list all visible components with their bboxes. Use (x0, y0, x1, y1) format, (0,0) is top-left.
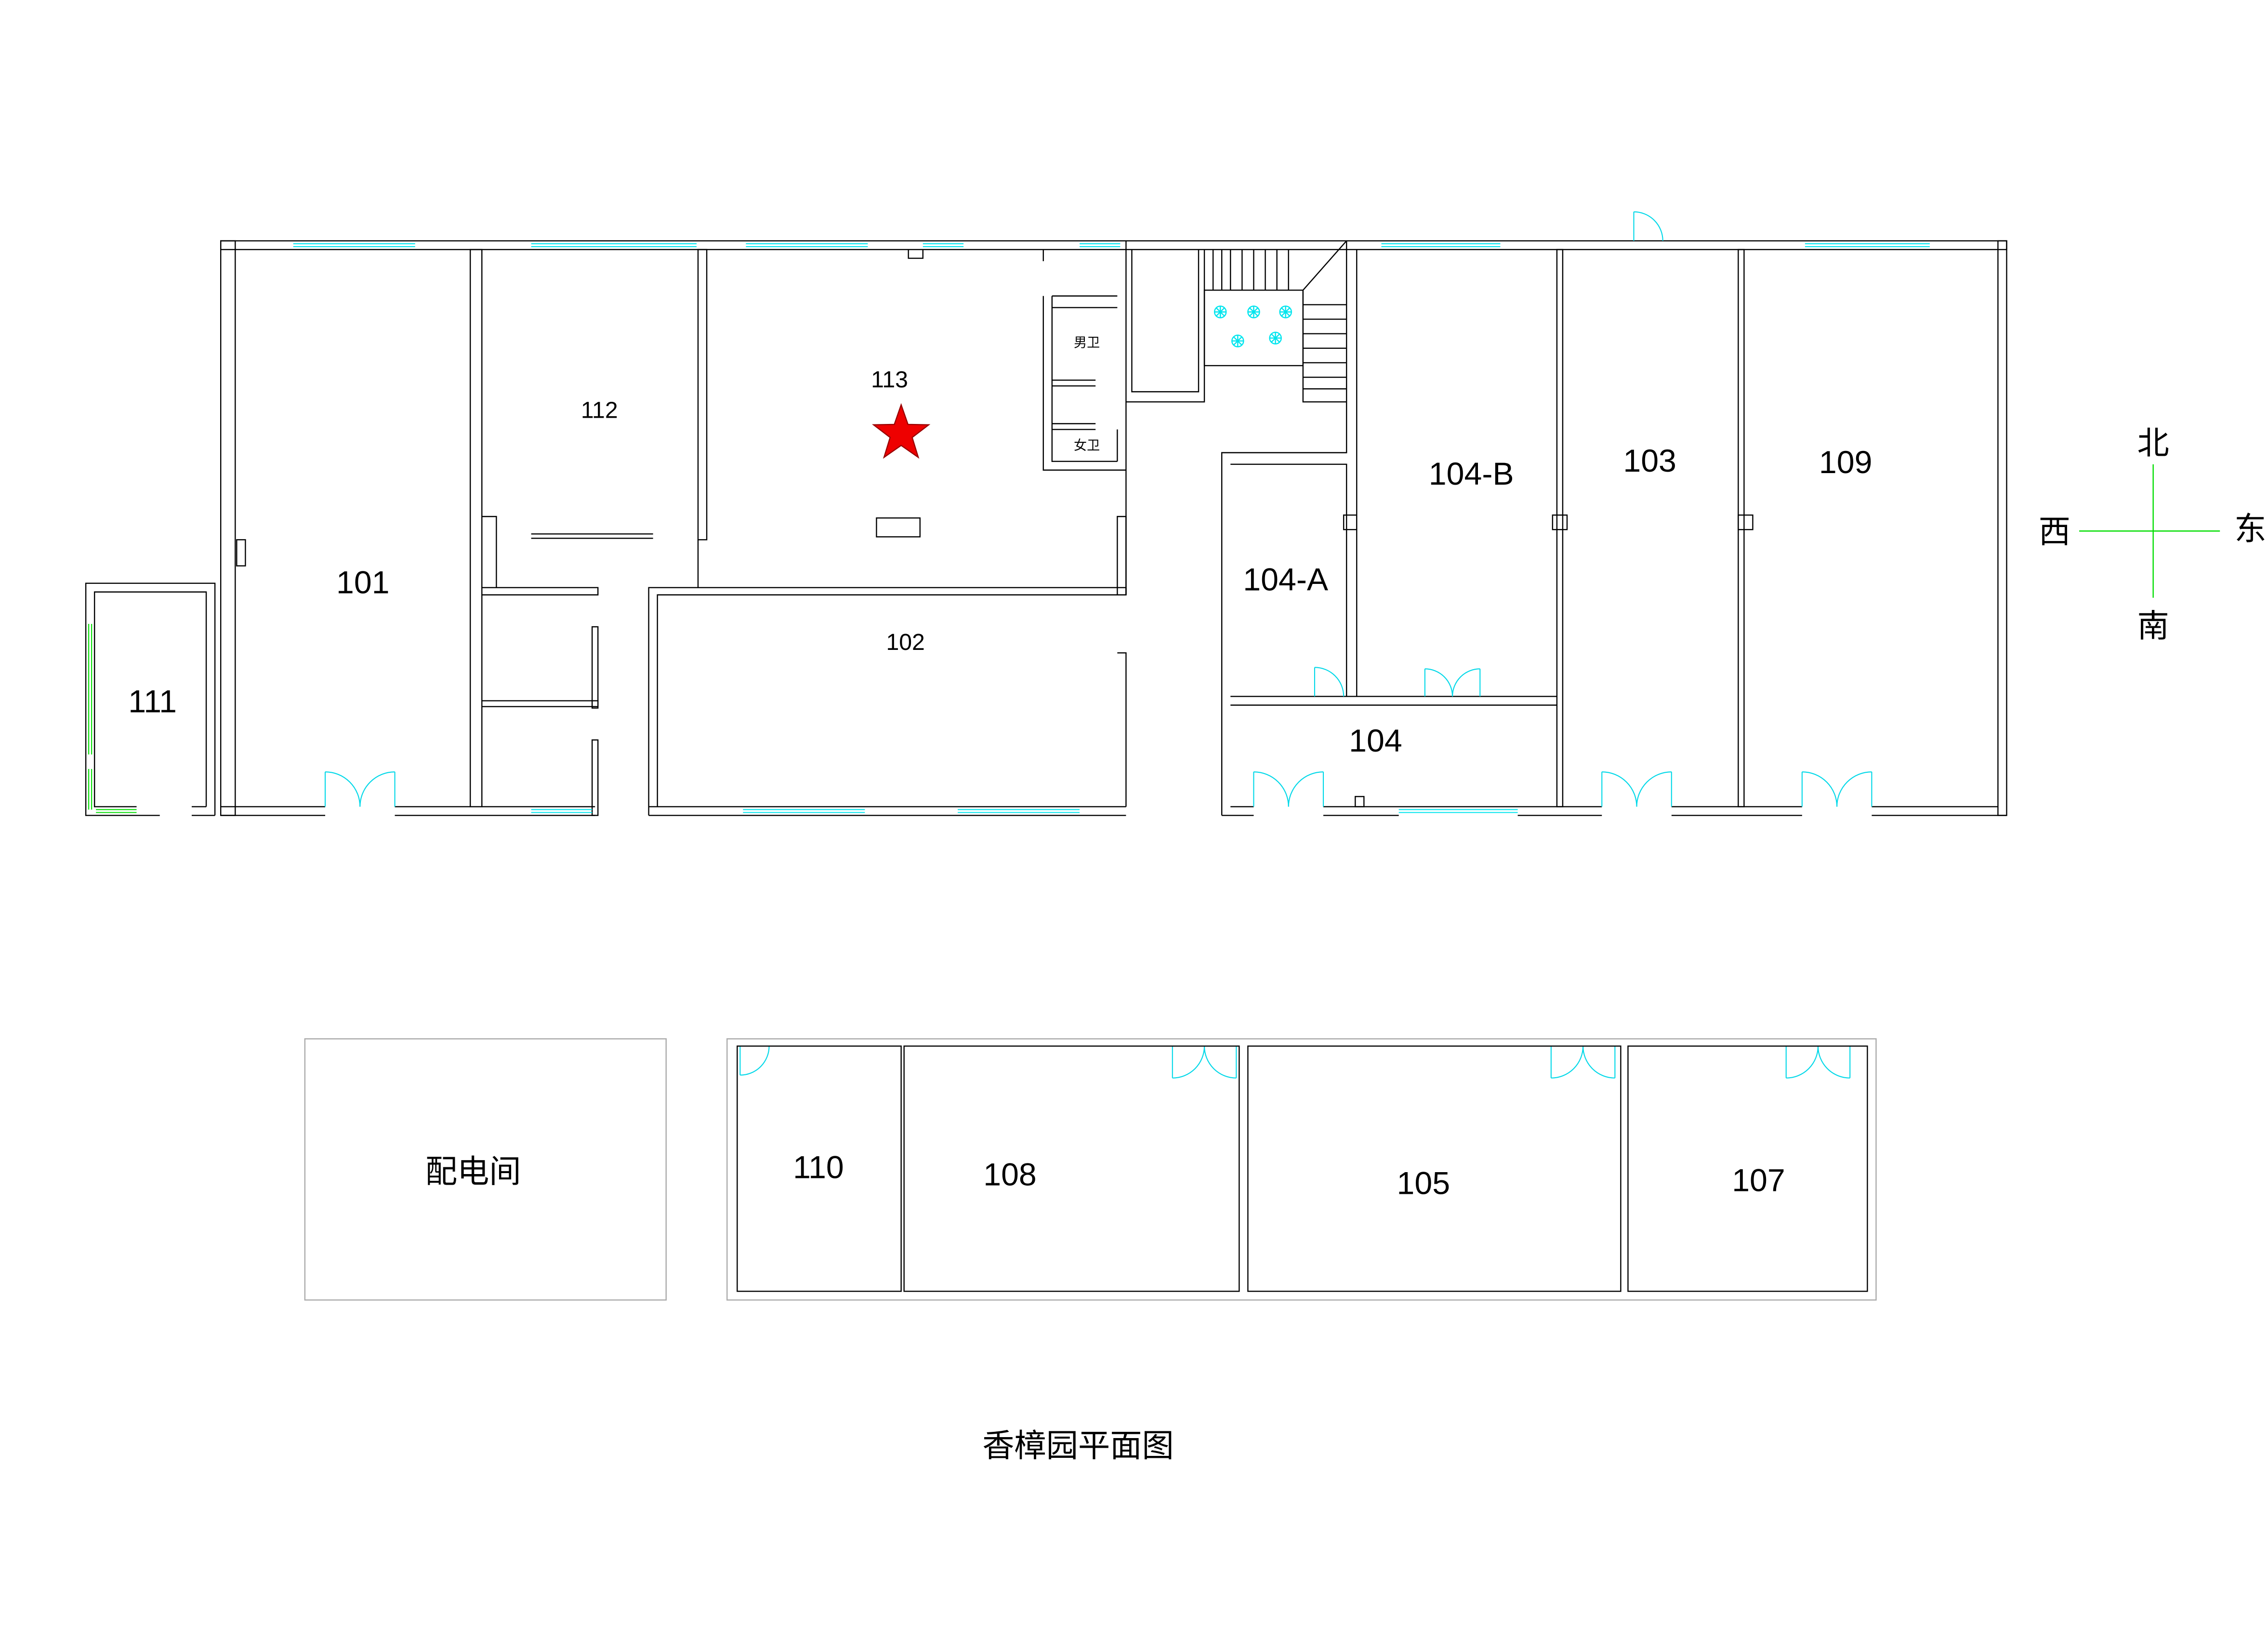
walls (85, 240, 2007, 816)
tree-icon (1247, 305, 1260, 318)
room-112-label: 112 (581, 397, 618, 423)
room-113-label: 113 (871, 367, 908, 393)
door-icon (1550, 1046, 1616, 1079)
tree-icon (1279, 305, 1292, 318)
door-icon (1601, 771, 1672, 807)
room-102-label: 102 (886, 629, 924, 655)
room-111-label: 111 (128, 684, 177, 720)
tree-icon (1231, 334, 1244, 347)
room-108-label: 108 (983, 1157, 1037, 1192)
room-109-label: 109 (1819, 445, 1872, 480)
door-icon (1253, 771, 1324, 807)
room-104-label: 104 (1349, 723, 1402, 759)
door-icon (324, 771, 396, 807)
compass-south: 南 (2137, 608, 2169, 645)
mens-wc-label: 男卫 (1074, 335, 1100, 350)
room-105-label: 105 (1397, 1166, 1450, 1202)
compass-west: 西 (2039, 513, 2070, 550)
doors (324, 211, 1872, 1079)
door-icon (1633, 211, 1663, 241)
door-icon (1424, 668, 1481, 697)
tree-icon (1269, 331, 1282, 344)
door-icon (1785, 1046, 1851, 1079)
room-104b-label: 104-B (1429, 456, 1514, 492)
compass-east: 东 (2234, 510, 2266, 547)
room-101-label: 101 (336, 565, 390, 601)
room-107-label: 107 (1732, 1163, 1785, 1199)
room-104a-label: 104-A (1243, 562, 1329, 598)
south-building (726, 1038, 1877, 1301)
power-room-label: 配电间 (425, 1153, 521, 1190)
womens-wc-label: 女卫 (1074, 438, 1100, 453)
plan-title: 香樟园平面图 (982, 1427, 1174, 1465)
windows (88, 243, 1930, 813)
power-room (304, 1038, 667, 1301)
door-icon (739, 1046, 770, 1076)
tree-icon (1213, 305, 1227, 318)
door-icon (1801, 771, 1872, 807)
trees (1213, 305, 1292, 347)
star-icon (871, 403, 931, 459)
room-110-label: 110 (793, 1149, 844, 1185)
compass-north: 北 (2137, 425, 2169, 462)
compass: 北 南 东 西 (2039, 425, 2267, 645)
room-103-label: 103 (1623, 443, 1676, 479)
door-icon (1172, 1046, 1237, 1079)
door-icon (1314, 667, 1345, 697)
